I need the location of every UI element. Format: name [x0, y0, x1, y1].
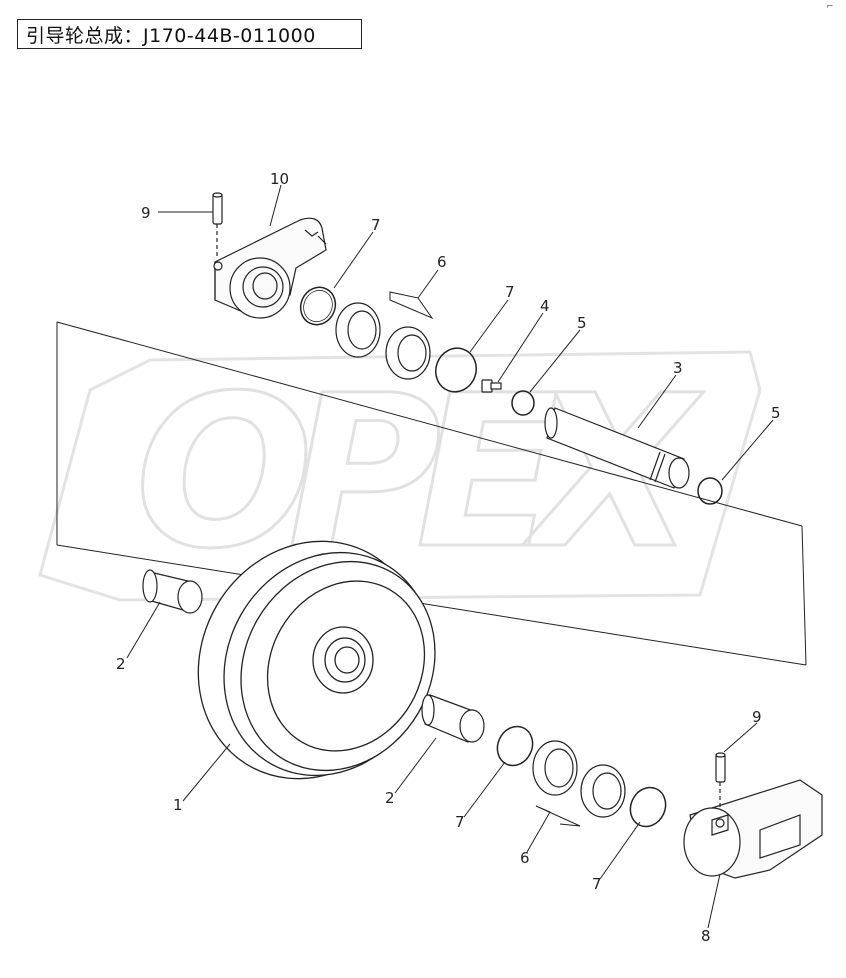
callout-4: 4	[540, 297, 550, 315]
shaft	[544, 407, 690, 489]
callout-7-top: 7	[371, 216, 381, 234]
bolt	[481, 379, 502, 393]
diagram-title-text: 引导轮总成：J170-44B-011000	[26, 24, 316, 47]
pin-top	[212, 192, 223, 258]
o-ring-small-b	[697, 477, 723, 505]
seal-pair-bottom	[532, 740, 626, 818]
callout-2-left: 2	[116, 655, 126, 673]
bushing-left	[142, 569, 203, 614]
callout-1: 1	[173, 796, 183, 814]
callout-5-b: 5	[771, 404, 781, 422]
callout-2-right: 2	[385, 789, 395, 807]
callout-10: 10	[270, 170, 289, 188]
o-ring-top	[299, 286, 337, 326]
callout-7-mid: 7	[505, 283, 515, 301]
leader-lines	[126, 184, 774, 929]
o-ring-mid	[435, 347, 477, 393]
callout-6-top: 6	[437, 253, 447, 271]
callout-5-a: 5	[577, 314, 587, 332]
assembly-plane	[56, 321, 807, 666]
idler-wheel	[197, 540, 436, 780]
callout-7-lower-a: 7	[455, 813, 465, 831]
o-ring-lower-a	[496, 725, 534, 767]
pin-bottom	[715, 752, 726, 810]
callout-labels: 10 9 7 6 7 4 5 3 5 2 1 2 7 6 7 9 8	[116, 170, 781, 945]
corner-mark: ⌐	[826, 2, 834, 12]
callout-9-top: 9	[141, 204, 151, 222]
callout-9-bottom: 9	[752, 708, 762, 726]
watermark-text: OPEX	[135, 350, 704, 595]
callout-7-lower-b: 7	[592, 875, 602, 893]
bushing-right	[421, 694, 485, 743]
bracket-left	[213, 217, 327, 319]
bracket-right	[683, 779, 823, 879]
callout-8: 8	[701, 927, 711, 945]
diagram-title: 引导轮总成：J170-44B-011000	[17, 19, 362, 49]
callout-3: 3	[673, 359, 683, 377]
callout-6-bottom: 6	[520, 849, 530, 867]
o-ring-small-a	[511, 390, 535, 416]
seal-pair-top	[335, 302, 431, 380]
o-ring-top-inner	[303, 289, 333, 323]
watermark: OPEX	[38, 349, 762, 602]
o-ring-lower-b	[629, 786, 667, 828]
